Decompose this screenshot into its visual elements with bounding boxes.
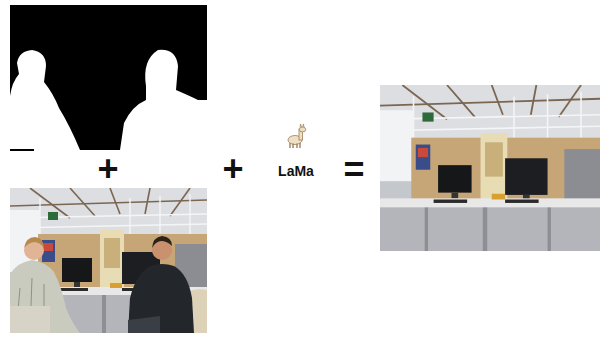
operator-symbol: + bbox=[222, 151, 243, 187]
operator-symbol: + bbox=[97, 151, 118, 187]
input-photo bbox=[10, 188, 207, 333]
operator-symbol: = bbox=[343, 152, 364, 188]
output-image bbox=[380, 85, 600, 251]
model-label: LaMa bbox=[278, 164, 314, 178]
llama-icon bbox=[288, 124, 306, 148]
mask-image bbox=[10, 5, 207, 151]
